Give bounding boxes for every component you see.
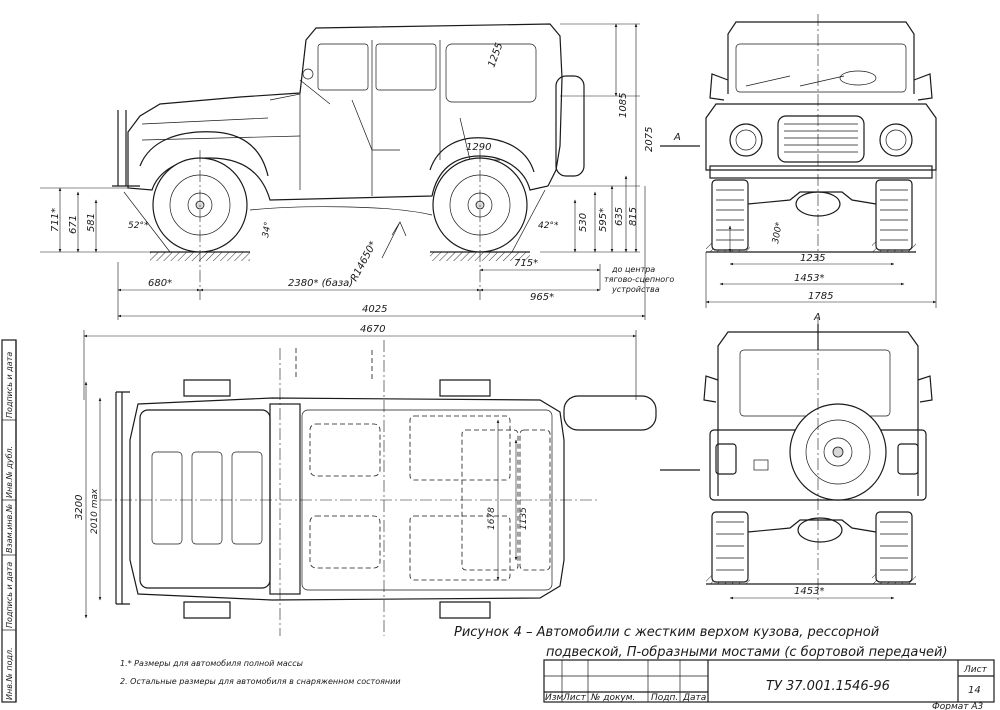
dim-1453-front: 1453* [794, 273, 824, 284]
figure-caption-line1: Рисунок 4 – Автомобили с жестким верхом … [454, 625, 879, 640]
top-view: 4670 3200 2010 max 1678 1135 [74, 324, 657, 636]
title-col-doc: № докум. [590, 693, 635, 703]
strip-label-2: Подпись и дата [5, 562, 14, 628]
front-view: 300* 1235 1453* 1785 А [705, 14, 937, 350]
rear-cab-outline [717, 331, 919, 496]
dim-711: 711* [50, 208, 61, 232]
dim-680: 680* [148, 278, 172, 289]
front-windshield [735, 43, 907, 93]
rear-wheel-right [875, 511, 913, 583]
rear-wheel-left [711, 511, 749, 583]
top-seats [309, 415, 551, 581]
cg-note-2: тягово-сцепного [604, 275, 674, 284]
cg-note-3: устройства [611, 285, 660, 294]
dim-1290: 1290 [466, 142, 491, 153]
title-col-list: Лист [562, 693, 587, 703]
format-label: Формат А3 [932, 702, 984, 710]
front-headlight-right [879, 123, 913, 157]
dim-4670: 4670 [360, 324, 385, 335]
dim-4025: 4025 [362, 304, 387, 315]
side-view: 711* 671 581 530 595* 635 815 1085 2075 … [40, 23, 700, 320]
rear-differential [797, 517, 843, 543]
dim-1453-rear: 1453* [794, 586, 824, 597]
dim-671: 671 [68, 215, 79, 234]
title-col-izm: Изм [545, 693, 564, 703]
dim-1785: 1785 [808, 291, 833, 302]
strip-label-1: Инв.№ подл. [5, 647, 14, 700]
dim-965: 965* [530, 292, 554, 303]
sheet-number: 14 [968, 685, 981, 696]
dim-2075: 2075 [644, 127, 655, 152]
dim-300: 300* [771, 221, 785, 245]
front-cab-outline [727, 21, 915, 94]
dim-635: 635 [614, 207, 625, 226]
rear-lamp-left [715, 443, 737, 475]
dim-581: 581 [86, 213, 97, 232]
top-body-outline [129, 397, 565, 601]
dim-3200: 3200 [74, 495, 85, 520]
title-block: Изм Лист № докум. Подп. Дата ТУ 37.001.1… [543, 659, 995, 710]
title-col-date: Дата [682, 693, 706, 703]
doc-code: ТУ 37.001.1546-96 [766, 679, 890, 694]
dim-1235: 1235 [800, 253, 825, 264]
strip-label-4: Инв.№ дубл. [5, 446, 14, 498]
title-col-podp: Подп. [651, 693, 678, 703]
dim-530: 530 [578, 213, 589, 232]
section-marker-a-front: А [813, 312, 821, 323]
rear-window [739, 349, 891, 417]
front-grille [777, 115, 865, 163]
dim-1678: 1678 [487, 507, 497, 530]
dim-1085: 1085 [618, 93, 629, 118]
note-1: 1.* Размеры для автомобиля полной массы [120, 659, 303, 668]
dim-r14650: R14650* [349, 240, 379, 284]
top-hood [139, 409, 271, 589]
strip-label-3: Взам.инв.№ [5, 504, 14, 553]
side-spare-wheel [555, 75, 585, 177]
rear-view: 1453* [660, 318, 933, 600]
top-spare-wheel [563, 395, 657, 431]
front-headlight-left [729, 123, 763, 157]
section-marker-a-side: А [673, 132, 681, 143]
front-wheel-right [875, 179, 913, 251]
dim-angle-52: 52°* [128, 221, 149, 231]
sheet-label: Лист [963, 665, 988, 675]
dim-2010: 2010 max [90, 488, 100, 534]
dim-595: 595* [598, 208, 609, 232]
side-window-front [317, 43, 369, 91]
side-window-mid [375, 43, 437, 91]
note-2: 2. Остальные размеры для автомобиля в сн… [120, 677, 401, 686]
side-window-rear [445, 43, 537, 103]
dim-angle-34: 34° [261, 221, 274, 238]
left-stamp-strip: Подпись и дата Инв.№ дубл. Взам.инв.№ По… [1, 339, 17, 703]
dim-2380: 2380* (база) [288, 277, 353, 289]
cg-note-1: до центра [611, 265, 655, 274]
dim-1135: 1135 [519, 507, 529, 530]
dim-angle-42: 42°* [538, 221, 559, 231]
dim-1255: 1255 [486, 41, 505, 69]
dim-715: 715* [514, 258, 538, 269]
rear-lamp-right [897, 443, 919, 475]
dim-815: 815 [628, 207, 639, 226]
strip-label-5: Подпись и дата [5, 352, 14, 418]
top-windshield [269, 403, 301, 595]
figure-caption-line2: подвеской, П-образными мостами (с бортов… [546, 645, 948, 660]
